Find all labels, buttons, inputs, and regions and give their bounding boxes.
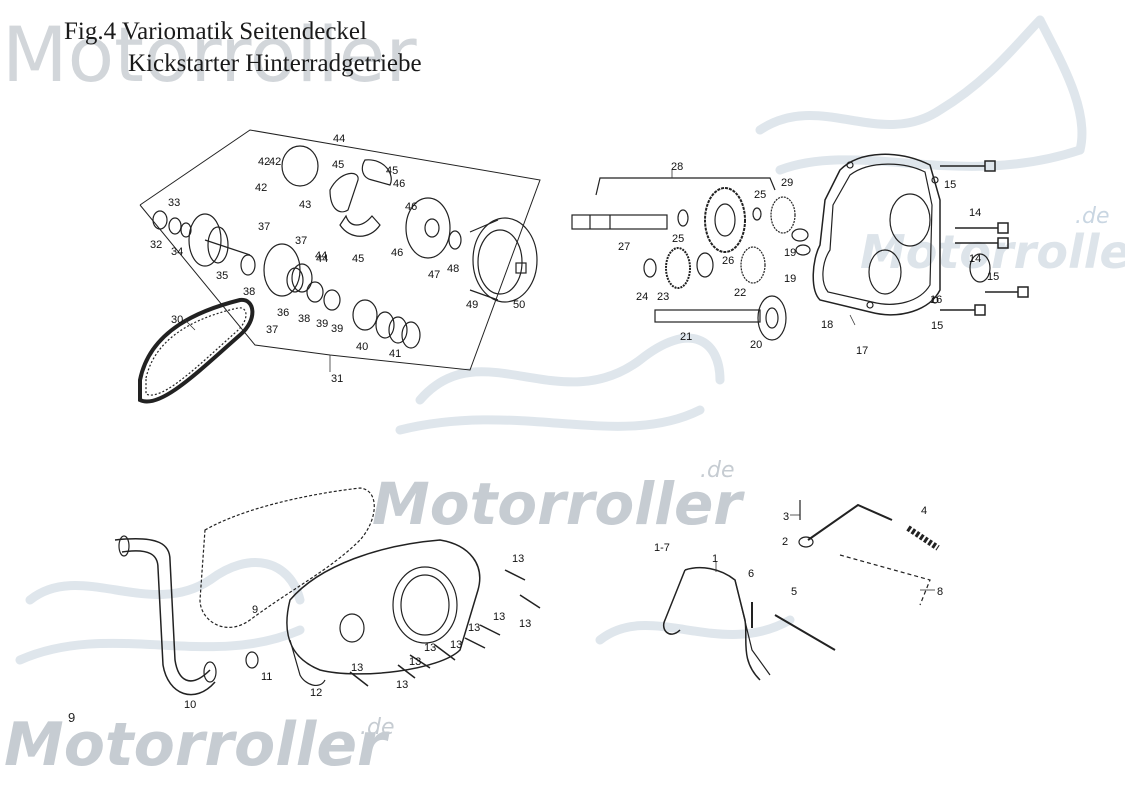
callout-gearbox-14: 14	[969, 253, 981, 265]
callout-kickstarter-3: 3	[783, 511, 789, 523]
callout-kickstarter-1-7: 1-7	[654, 542, 670, 554]
callout-kickstarter-4: 4	[921, 505, 927, 517]
callout-variomatik-46: 46	[393, 178, 405, 190]
callout-cover-13: 13	[468, 622, 480, 634]
callout-gearbox-18: 18	[821, 319, 833, 331]
callout-variomatik-34: 34	[171, 246, 183, 258]
callout-variomatik-49: 49	[466, 299, 478, 311]
figure-subtitle: Kickstarter Hinterradgetriebe	[128, 50, 422, 77]
watermark-brand-right: Motorroller	[860, 225, 1125, 279]
callout-variomatik-44: 44	[315, 250, 327, 262]
callout-cover-13: 13	[396, 679, 408, 691]
callout-variomatik-38: 38	[243, 286, 255, 298]
kickstarter-assembly	[663, 500, 940, 681]
callout-variomatik-45: 45	[386, 165, 398, 177]
callout-variomatik-46: 46	[391, 247, 403, 259]
callout-kickstarter-6: 6	[748, 568, 754, 580]
callout-variomatik-44: 44	[333, 133, 345, 145]
callout-variomatik-36: 36	[277, 307, 289, 319]
variomatik-assembly	[138, 129, 541, 404]
callout-gearbox-26: 26	[722, 255, 734, 267]
callout-kickstarter-8: 8	[937, 586, 943, 598]
callout-variomatik-30: 30	[171, 314, 183, 326]
callout-variomatik-45: 45	[332, 159, 344, 171]
callout-variomatik-37: 37	[295, 235, 307, 247]
callout-gearbox-17: 17	[856, 345, 868, 357]
callout-gearbox-22: 22	[734, 287, 746, 299]
watermark-brand-bottom: Motorroller	[4, 710, 387, 780]
callout-variomatik-35: 35	[216, 270, 228, 282]
watermark-brand-middle: Motorroller	[372, 470, 742, 538]
callout-cover-12: 12	[310, 687, 322, 699]
watermark-tld-middle: .de	[700, 458, 735, 483]
callout-variomatik-33: 33	[168, 197, 180, 209]
callout-kickstarter-5: 5	[791, 586, 797, 598]
callout-gearbox-16: 16	[930, 294, 942, 306]
callout-cover-13: 13	[424, 642, 436, 654]
variomatik-cover-assembly	[114, 487, 541, 696]
callout-cover-13: 13	[450, 639, 462, 651]
callout-variomatik-40: 40	[356, 341, 368, 353]
callout-cover-9: 9	[252, 604, 258, 616]
callout-kickstarter-1: 1	[712, 553, 718, 565]
callout-variomatik-37: 37	[258, 221, 270, 233]
callout-variomatik-42: 42	[269, 156, 281, 168]
callout-gearbox-14: 14	[969, 207, 981, 219]
callout-cover-11: 11	[261, 671, 272, 683]
callout-gearbox-21: 21	[680, 331, 692, 343]
page-number: 9	[68, 710, 76, 725]
callout-gearbox-24: 24	[636, 291, 648, 303]
callout-gearbox-19: 19	[784, 247, 796, 259]
figure-title: Fig.4 Variomatik Seitendeckel	[64, 18, 367, 45]
callout-variomatik-37: 37	[266, 324, 278, 336]
callout-variomatik-45: 45	[352, 253, 364, 265]
callout-variomatik-31: 31	[331, 373, 343, 385]
watermark-tld-right: .de	[1075, 204, 1110, 229]
callout-gearbox-15: 15	[987, 271, 999, 283]
callout-variomatik-39: 39	[316, 318, 328, 330]
callout-variomatik-42: 42	[255, 182, 267, 194]
callout-variomatik-32: 32	[150, 239, 162, 251]
watermark-tld-bottom: .de	[360, 715, 395, 740]
callout-gearbox-29: 29	[781, 177, 793, 189]
callout-variomatik-46: 46	[405, 201, 417, 213]
callout-gearbox-15: 15	[944, 179, 956, 191]
callout-variomatik-41: 41	[389, 348, 401, 360]
callout-variomatik-50: 50	[513, 299, 525, 311]
gearbox-assembly	[571, 153, 1029, 341]
callout-gearbox-27: 27	[618, 241, 630, 253]
callout-variomatik-42: 42	[258, 156, 270, 168]
callout-cover-13: 13	[493, 611, 505, 623]
callout-kickstarter-2: 2	[782, 536, 788, 548]
callout-gearbox-25: 25	[672, 233, 684, 245]
callout-gearbox-23: 23	[657, 291, 669, 303]
callout-cover-13: 13	[409, 656, 421, 668]
callout-gearbox-19: 19	[784, 273, 796, 285]
callout-gearbox-15: 15	[931, 320, 943, 332]
callout-variomatik-38: 38	[298, 313, 310, 325]
callout-variomatik-43: 43	[299, 199, 311, 211]
callout-variomatik-44: 44	[316, 253, 328, 265]
callout-cover-13: 13	[351, 662, 363, 674]
callout-cover-13: 13	[519, 618, 531, 630]
callout-variomatik-47: 47	[428, 269, 440, 281]
watermark-brand-top: Motorroller	[2, 10, 417, 99]
callout-gearbox-28: 28	[671, 161, 683, 173]
callout-gearbox-25: 25	[754, 189, 766, 201]
callout-variomatik-39: 39	[331, 323, 343, 335]
callout-variomatik-48: 48	[447, 263, 459, 275]
callout-cover-13: 13	[512, 553, 524, 565]
callout-gearbox-20: 20	[750, 339, 762, 351]
callout-cover-10: 10	[184, 699, 196, 711]
